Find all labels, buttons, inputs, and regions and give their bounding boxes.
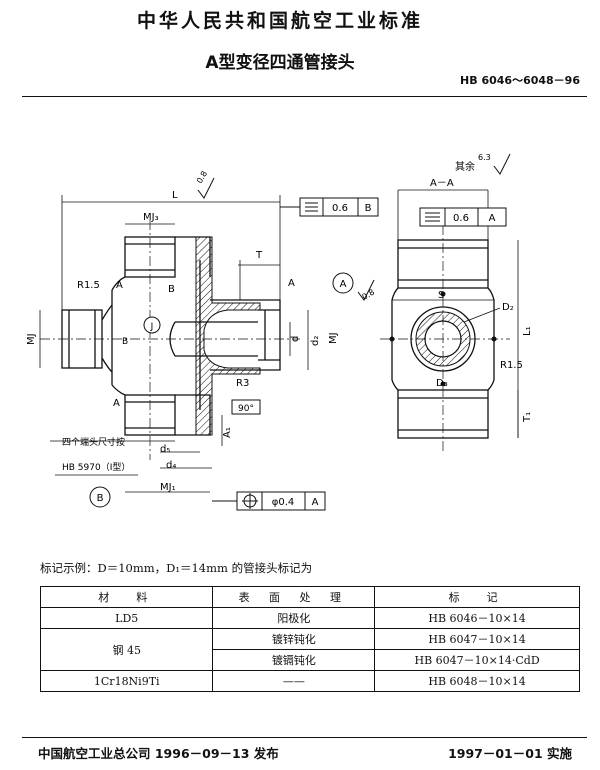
table-row: LD5 阳极化 HB 6046－10×14	[39, 607, 580, 629]
dim-b-mid: B	[122, 337, 128, 347]
roughness-mid: 0.8	[361, 288, 377, 302]
position-tol-value: φ0.4	[272, 497, 295, 508]
col-mark: 标 记	[374, 586, 580, 608]
cell-treatment: 镀锌钝化	[212, 628, 376, 650]
header-rule	[22, 96, 587, 97]
flatness-right-value: 0.6	[453, 213, 469, 224]
datum-b-circle: B	[97, 493, 104, 504]
effective-date: 1997－01－01 实施	[448, 746, 572, 761]
section-label: A－A	[430, 178, 454, 189]
marking-example: 标记示例：D＝10mm，D₁＝14mm 的管接头标记为	[40, 561, 313, 575]
document-title: A型变径四通管接头	[205, 53, 355, 73]
roughness-top: 0.8	[195, 169, 209, 185]
dim-l: L	[172, 190, 178, 201]
dim-d4: d₄	[166, 460, 176, 471]
dim-d: d	[290, 336, 301, 342]
dim-r3: R3	[236, 378, 249, 389]
dim-mj-right: MJ	[328, 332, 339, 344]
dim-mj-left: MJ	[26, 333, 37, 345]
cell-material: LD5	[39, 607, 214, 629]
table-row: 钢 45 镀锌钝化 HB 6047－10×14	[39, 628, 580, 671]
table-header-row: 材 料 表 面 处 理 标 记	[39, 586, 580, 608]
datum-a-circle: A	[340, 279, 347, 290]
flatness-left-value: 0.6	[332, 203, 348, 214]
flatness-right-datum: A	[489, 213, 496, 224]
dim-a-low: A	[113, 398, 120, 409]
dim-a-right: A	[288, 278, 295, 289]
dim-t: T	[255, 250, 263, 261]
material-table: 材 料 表 面 处 理 标 记 LD5 阳极化 HB 6046－10×14 钢 …	[39, 586, 580, 692]
dim-r15-right: R1.5	[500, 360, 523, 371]
dim-d3: D₃	[436, 378, 448, 389]
roughness-other-label: 其余	[455, 160, 475, 173]
angle-label: 90°	[238, 404, 254, 414]
dim-d2-right: D₂	[502, 302, 514, 313]
cell-treatment: ——	[212, 670, 376, 692]
position-tol-datum: A	[312, 497, 319, 508]
cell-material: 1Cr18Ni9Ti	[39, 670, 214, 692]
note-line-1: 四个端头尺寸按	[62, 436, 125, 448]
standard-number: HB 6046～6048－96	[460, 74, 580, 87]
footer-rule	[22, 737, 587, 738]
standard-title: 中华人民共和国航空工业标准	[136, 10, 423, 32]
cell-mark: HB 6047－10×14·CdD	[374, 649, 580, 671]
dim-r15: R1.5	[77, 280, 100, 291]
dim-mj1: MJ₁	[160, 482, 176, 493]
dim-d2: d₂	[310, 336, 321, 346]
dim-t1: T₁	[522, 412, 533, 423]
issuer-text: 中国航空工业总公司 1996－09－13 发布	[38, 746, 279, 761]
dim-s: S	[438, 290, 444, 301]
cell-mark: HB 6048－10×14	[374, 670, 580, 692]
cell-treatment: 阳极化	[212, 607, 376, 629]
dim-a-top: A	[116, 280, 123, 291]
cell-mark: HB 6046－10×14	[374, 607, 580, 629]
dim-a1: A₁	[222, 427, 233, 438]
dim-mj3: MJ₃	[143, 212, 159, 223]
col-material: 材 料	[39, 586, 214, 608]
roughness-other-value: 6.3	[478, 153, 491, 162]
dim-d5: d₅	[160, 444, 170, 455]
cell-mark: HB 6047－10×14	[374, 628, 580, 650]
table-row: 1Cr18Ni9Ti —— HB 6048－10×14	[39, 670, 580, 692]
label-j: J	[150, 322, 154, 332]
flatness-left-datum: B	[365, 203, 372, 214]
note-line-2: HB 5970（I型）	[62, 462, 130, 473]
col-treatment: 表 面 处 理	[212, 586, 376, 608]
cell-material: 钢 45	[39, 628, 214, 671]
technical-drawing: 0.6 B φ0.4 A B A J 0.8 0.8 其余 6.3 90° L …	[26, 153, 533, 511]
dim-b-top: B	[168, 284, 175, 295]
dim-l1: L₁	[522, 326, 533, 336]
cell-treatment: 镀镉钝化	[212, 649, 376, 671]
